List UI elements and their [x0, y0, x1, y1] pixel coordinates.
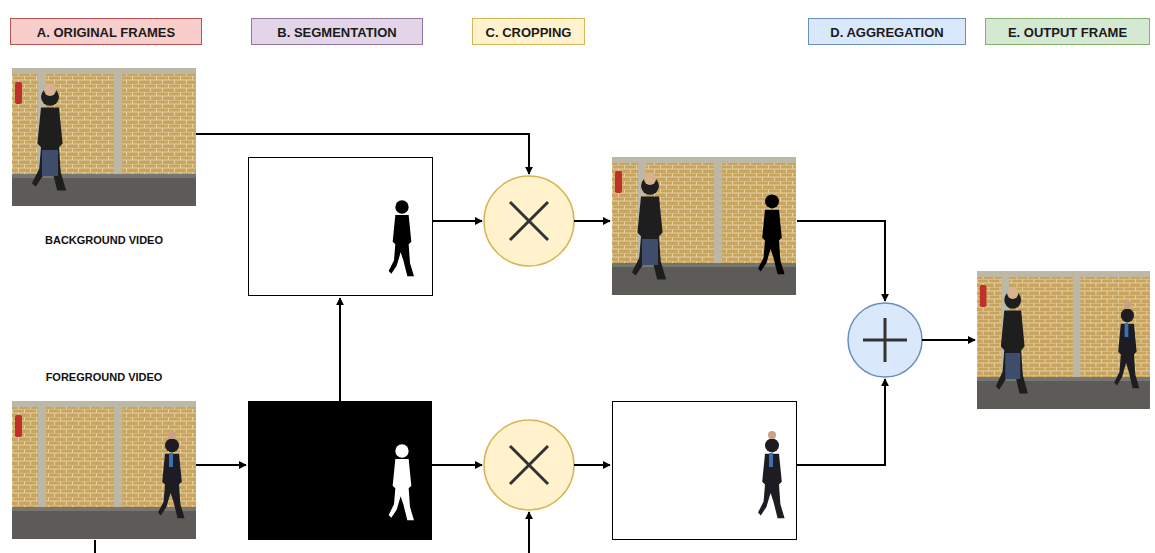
- stage-header: D. AGGREGATION: [808, 18, 966, 45]
- segmentation-mask: [248, 401, 432, 540]
- stage-header: C. CROPPING: [472, 18, 585, 45]
- stage-header: E. OUTPUT FRAME: [985, 18, 1150, 45]
- video-caption: FOREGROUND VIDEO: [46, 371, 163, 383]
- cropped-foreground: [613, 402, 797, 540]
- foreground-frame: [12, 401, 196, 539]
- header-text: C. CROPPING: [486, 25, 572, 40]
- flow-arrows: [95, 134, 975, 553]
- header-text: A. ORIGINAL FRAMES: [37, 25, 175, 40]
- header-text: B. SEGMENTATION: [277, 25, 396, 40]
- header-text: D. AGGREGATION: [830, 25, 943, 40]
- output-frame: [977, 271, 1150, 409]
- inverted-mask: [249, 158, 433, 296]
- stage-header: A. ORIGINAL FRAMES: [10, 18, 202, 45]
- video-caption: BACKGROUND VIDEO: [45, 234, 163, 246]
- cropped-background: [612, 157, 796, 295]
- background-frame: [12, 68, 196, 206]
- header-text: E. OUTPUT FRAME: [1008, 25, 1127, 40]
- multiply-node: [484, 420, 574, 510]
- add-node: [848, 303, 922, 377]
- stage-header: B. SEGMENTATION: [251, 18, 423, 45]
- multiply-node: [484, 176, 574, 266]
